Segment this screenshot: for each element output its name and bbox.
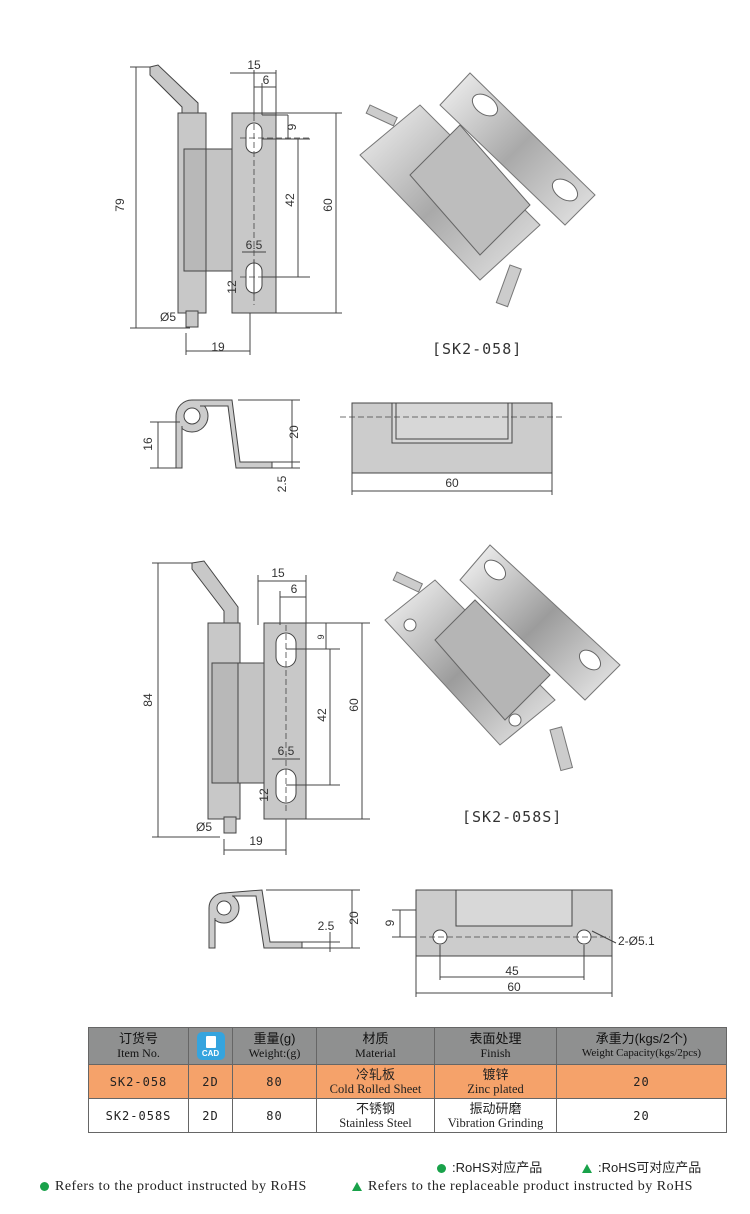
dim-20: 20	[287, 425, 301, 439]
caption-sk2-058: [SK2-058]	[432, 340, 523, 358]
dim-height: 84	[141, 693, 155, 707]
dim-9: 9	[383, 919, 397, 926]
sk2-058s-side-profile: 2.5 20	[208, 889, 361, 952]
header-capacity: 承重力(kgs/2个)Weight Capacity(kgs/2pcs)	[556, 1027, 727, 1065]
caption-sk2-058s: [SK2-058S]	[462, 808, 563, 826]
cad-link[interactable]: 2D	[188, 1064, 233, 1099]
header-cad: CAD	[188, 1027, 233, 1065]
rohs-triangle-icon	[352, 1182, 362, 1192]
dim-20: 20	[347, 911, 361, 925]
legend-rohs-en: Refers to the product instructed by RoHS	[40, 1179, 307, 1195]
weight: 80	[232, 1064, 317, 1099]
header-weight: 重量(g)Weight:(g)	[232, 1027, 317, 1065]
rohs-dot-icon	[40, 1182, 49, 1192]
rohs-dot-icon	[437, 1164, 446, 1174]
legend-rohs-replace-zh: :RoHS可对应产品	[582, 1157, 701, 1176]
dim-42: 42	[283, 193, 297, 207]
dim-15: 15	[271, 566, 285, 580]
dim-6: 6	[263, 73, 270, 87]
legend-rohs-zh: :RoHS对应产品	[437, 1157, 542, 1176]
rohs-triangle-icon	[582, 1164, 592, 1174]
dim-60: 60	[347, 698, 361, 712]
item-no: SK2-058S	[88, 1098, 189, 1133]
dim-12: 12	[225, 280, 239, 294]
dim-12: 12	[257, 788, 271, 802]
dim-60: 60	[321, 198, 335, 212]
dim-6: 6	[291, 582, 298, 596]
dim-9: 9	[316, 634, 326, 639]
cad-icon: CAD	[196, 1032, 225, 1060]
dim-19: 19	[211, 340, 225, 354]
dim-6-5: 6.5	[278, 744, 295, 758]
sk2-058s-front-drawing: 84 15 6 9 42 60 6.5 12 Ø5 19	[141, 560, 370, 855]
dim-16: 16	[141, 437, 155, 451]
weight: 80	[232, 1098, 317, 1133]
dim-pin-diameter: Ø5	[160, 310, 176, 324]
dim-2-5: 2.5	[275, 475, 289, 492]
legend-rohs-replace-en: Refers to the replaceable product instru…	[352, 1179, 693, 1195]
cad-link[interactable]: 2D	[188, 1098, 233, 1133]
dim-9: 9	[285, 123, 299, 130]
dim-6-5: 6.5	[246, 238, 263, 252]
sk2-058s-top-view: 9 2-Ø5.1 45 60	[383, 889, 655, 997]
dim-hole-spec: 2-Ø5.1	[618, 934, 655, 948]
sk2-058-product-image	[359, 72, 596, 308]
dim-15: 15	[247, 58, 261, 72]
dim-60: 60	[507, 980, 521, 994]
dim-42: 42	[315, 708, 329, 722]
dim-2-5: 2.5	[318, 919, 335, 933]
sk2-058-front-drawing: 79 15 6 9 42 60 6.5 12 Ø5 19	[113, 58, 342, 355]
sk2-058-side-profile: 16 20 2.5	[141, 399, 301, 492]
capacity: 20	[556, 1098, 727, 1133]
dim-height: 79	[113, 198, 127, 212]
capacity: 20	[556, 1064, 727, 1099]
dim-60: 60	[445, 476, 459, 490]
dim-45: 45	[505, 964, 519, 978]
item-no: SK2-058	[88, 1064, 189, 1099]
dim-pin-diameter: Ø5	[196, 820, 212, 834]
sk2-058-top-view: 60	[340, 402, 565, 495]
dim-19: 19	[249, 834, 263, 848]
sk2-058s-product-image	[384, 544, 621, 772]
